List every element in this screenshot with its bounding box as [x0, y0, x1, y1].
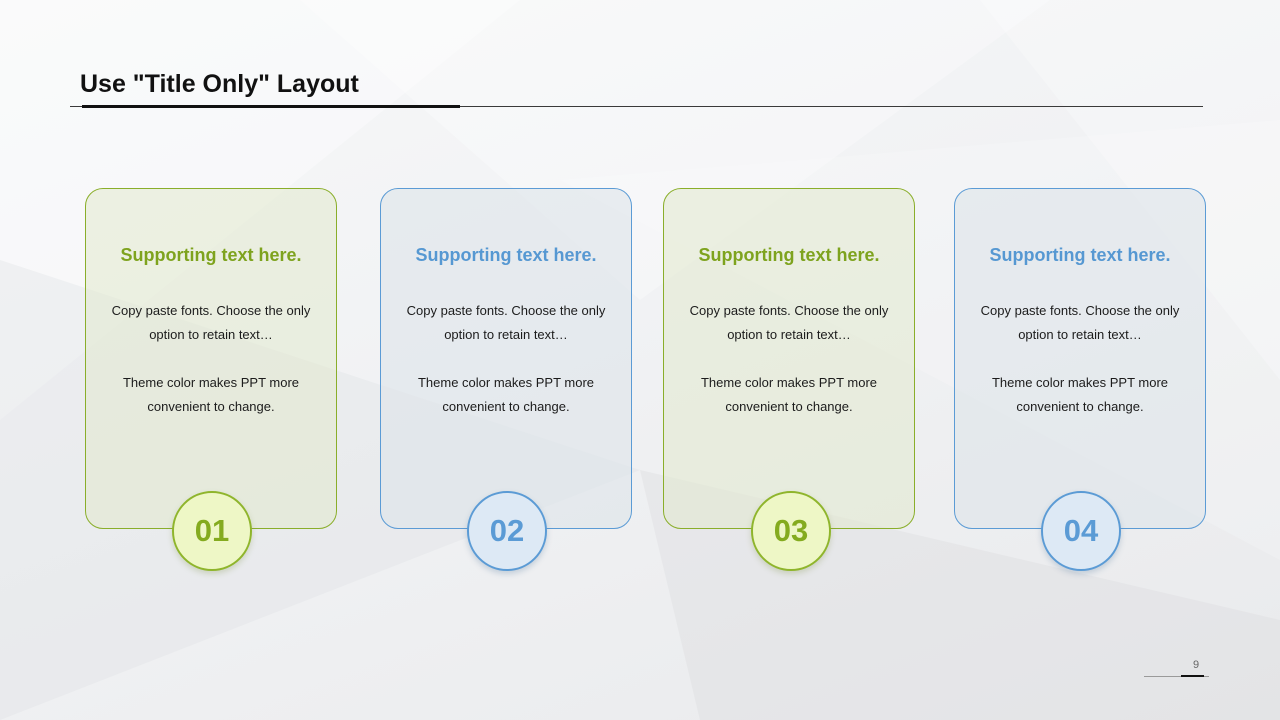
card-paragraph: Copy paste fonts. Choose the only option…	[111, 303, 311, 342]
title-underline-accent	[82, 105, 460, 108]
card-paragraph: Copy paste fonts. Choose the only option…	[406, 303, 606, 342]
card-heading: Supporting text here.	[698, 245, 880, 265]
footer-rule	[1144, 676, 1209, 677]
card-body: Copy paste fonts. Choose the only option…	[971, 299, 1189, 443]
card-paragraph: Copy paste fonts. Choose the only option…	[980, 303, 1180, 342]
card-body: Copy paste fonts. Choose the only option…	[397, 299, 615, 443]
page-number: 9	[1192, 659, 1200, 671]
card-body: Copy paste fonts. Choose the only option…	[102, 299, 320, 443]
card-paragraph: Theme color makes PPT more convenient to…	[417, 375, 595, 414]
card-3: Supporting text here. Copy paste fonts. …	[663, 188, 915, 529]
card-1: Supporting text here. Copy paste fonts. …	[85, 188, 337, 529]
slide-title: Use "Title Only" Layout	[80, 70, 359, 98]
number-badge-02: 02	[467, 491, 547, 571]
card-2: Supporting text here. Copy paste fonts. …	[380, 188, 632, 529]
card-heading: Supporting text here.	[415, 245, 597, 265]
title-underline	[70, 106, 1203, 107]
card-paragraph: Theme color makes PPT more convenient to…	[700, 375, 878, 414]
footer-rule-accent	[1181, 675, 1204, 677]
card-body: Copy paste fonts. Choose the only option…	[680, 299, 898, 443]
number-badge-01: 01	[172, 491, 252, 571]
card-heading: Supporting text here.	[989, 245, 1171, 265]
card-paragraph: Theme color makes PPT more convenient to…	[991, 375, 1169, 414]
number-badge-03: 03	[751, 491, 831, 571]
card-heading: Supporting text here.	[120, 245, 302, 265]
card-4: Supporting text here. Copy paste fonts. …	[954, 188, 1206, 529]
number-badge-04: 04	[1041, 491, 1121, 571]
card-paragraph: Theme color makes PPT more convenient to…	[122, 375, 300, 414]
card-paragraph: Copy paste fonts. Choose the only option…	[689, 303, 889, 342]
